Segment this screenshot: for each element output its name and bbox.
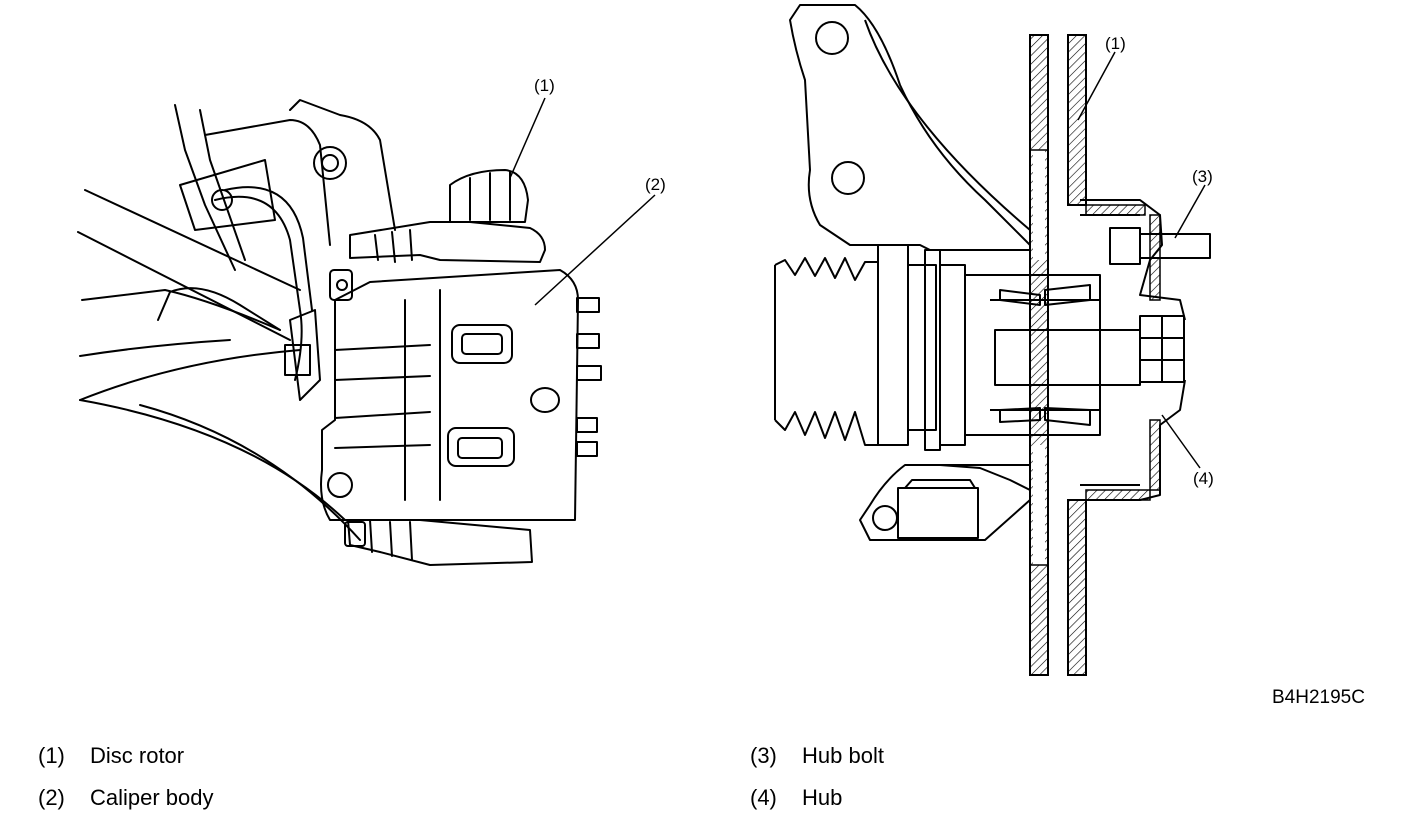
right-callout-4: (4) (1193, 469, 1214, 488)
legend-item-1: (1) Disc rotor (38, 743, 184, 769)
right-callout-leaders (1077, 51, 1206, 469)
right-callout-3: (3) (1192, 167, 1213, 186)
legend-label: Disc rotor (90, 743, 185, 768)
legend-label: Hub (802, 785, 843, 810)
disc-rotor-section (1029, 34, 1161, 676)
hub-section-illustration (774, 4, 1211, 541)
legend-number: (3) (750, 743, 777, 768)
legend-item-4: (4) Hub (750, 785, 842, 811)
legend-number: (1) (38, 743, 65, 768)
caliper-assembly-illustration (77, 99, 602, 566)
legend-item-3: (3) Hub bolt (750, 743, 884, 769)
legend-label: Caliper body (90, 785, 214, 810)
legend-item-2: (2) Caliper body (38, 785, 214, 811)
left-callout-leaders (509, 97, 656, 306)
legend-number: (4) (750, 785, 777, 810)
legend-label: Hub bolt (802, 743, 884, 768)
figure-code: B4H2195C (1272, 687, 1365, 708)
left-callout-2: (2) (645, 175, 666, 194)
right-callout-1: (1) (1105, 34, 1126, 53)
legend-number: (2) (38, 785, 65, 810)
left-callout-1: (1) (534, 76, 555, 95)
